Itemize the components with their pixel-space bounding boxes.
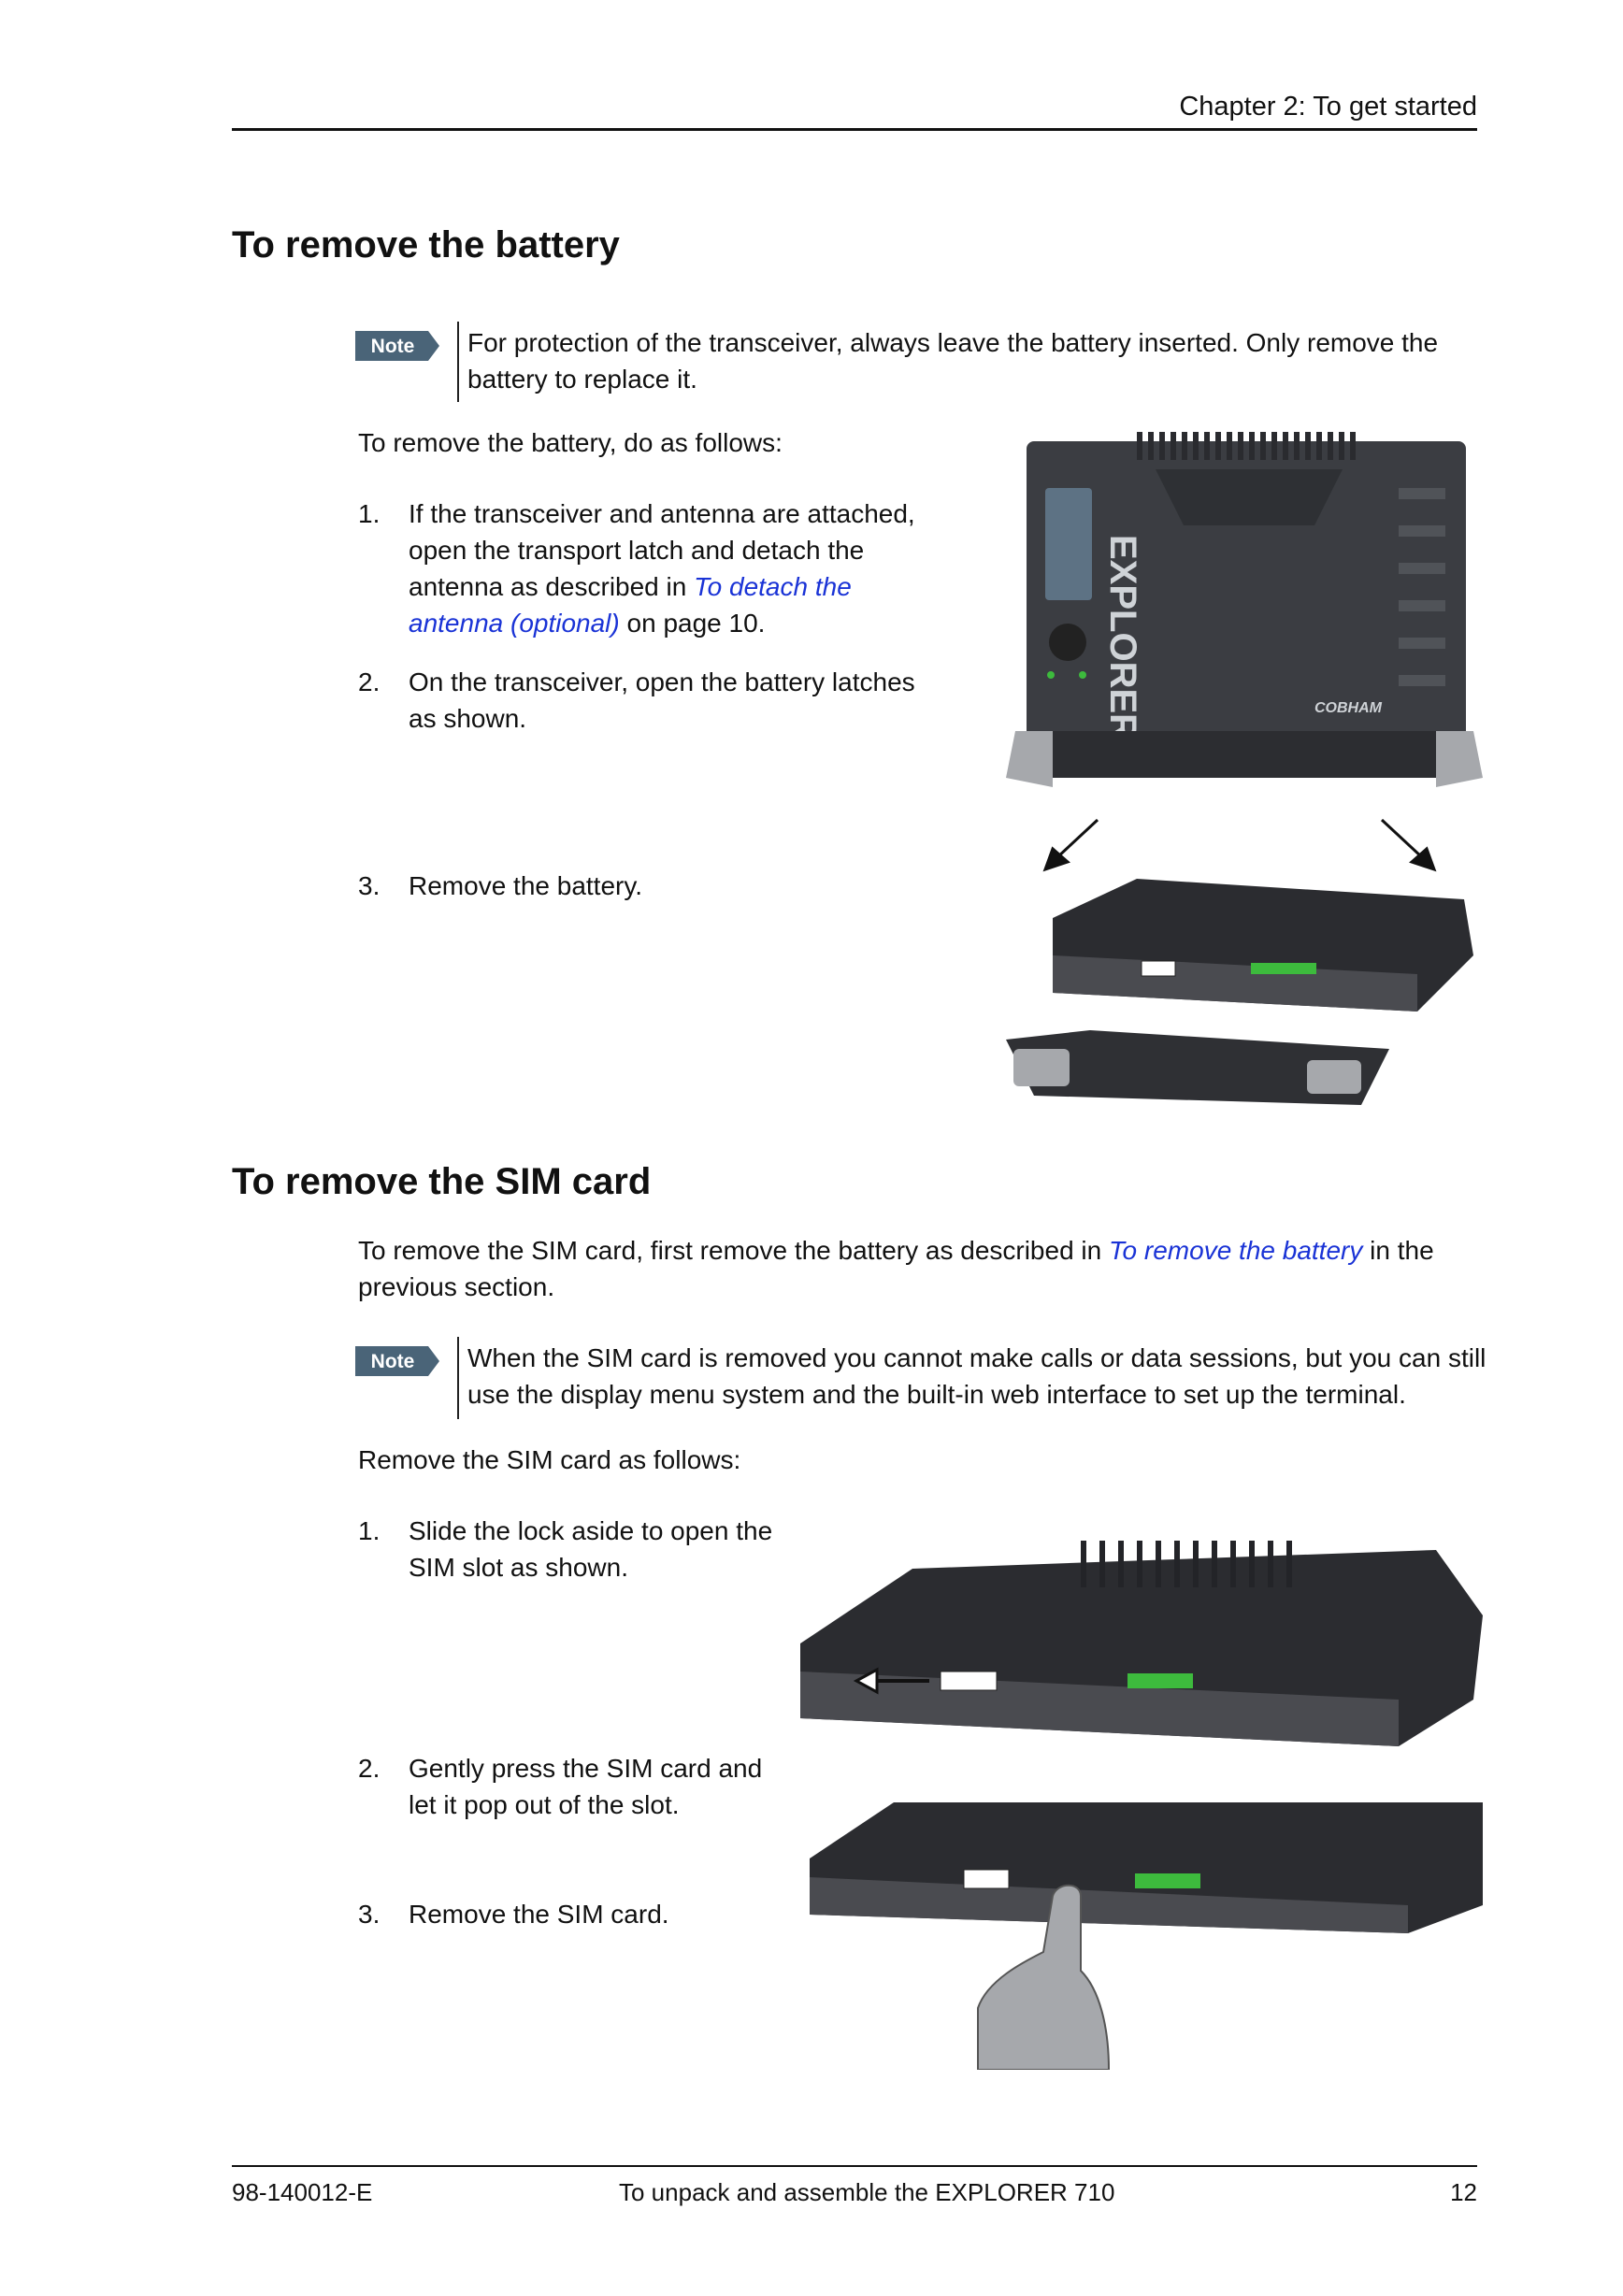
chapter-header: Chapter 2: To get started	[1179, 92, 1477, 122]
footer-title: To unpack and assemble the EXPLORER 710	[619, 2178, 1115, 2206]
transceiver-sim-eject-illustration	[810, 1802, 1483, 1933]
footer-page-number: 12	[1450, 2178, 1477, 2206]
sim-intro: To remove the SIM card, first remove the…	[358, 1236, 1434, 1301]
note-bar	[457, 1337, 459, 1419]
battery-intro: To remove the battery, do as follows:	[358, 428, 783, 457]
link-remove-battery[interactable]: To remove the battery	[1109, 1236, 1363, 1265]
battery-removal-figure: EXPLORER COBHAM	[1006, 432, 1483, 1105]
battery-illustration	[1006, 1030, 1389, 1105]
finger-illustration	[977, 1884, 1111, 2070]
footer-doc-id: 98-140012-E	[232, 2178, 373, 2206]
device-brand-label: EXPLORER	[1102, 535, 1143, 740]
section-heading-battery: To remove the battery	[232, 224, 620, 265]
note-bar	[457, 322, 459, 402]
transceiver-sim-lock-illustration	[800, 1541, 1483, 1746]
section-heading-sim: To remove the SIM card	[232, 1161, 652, 1202]
note-text-battery: For protection of the transceiver, alway…	[467, 328, 1439, 394]
note-badge: Note	[355, 1346, 439, 1376]
sim-lead: Remove the SIM card as follows:	[358, 1445, 741, 1474]
device-maker-label: COBHAM	[1314, 700, 1383, 716]
sim-removal-figure	[800, 1541, 1483, 2070]
note-badge: Note	[355, 331, 439, 361]
transceiver-front-illustration: EXPLORER COBHAM	[1006, 432, 1483, 787]
note-label: Note	[371, 336, 415, 357]
note-text-sim: When the SIM card is removed you cannot …	[467, 1343, 1487, 1409]
latch-arrows	[1042, 818, 1437, 872]
header-rule	[232, 128, 1477, 131]
note-label: Note	[371, 1351, 415, 1372]
footer-rule	[232, 2165, 1477, 2167]
link-detach-antenna[interactable]: To detach the antenna (optional)	[409, 572, 852, 638]
transceiver-angled-illustration	[1053, 879, 1473, 1012]
